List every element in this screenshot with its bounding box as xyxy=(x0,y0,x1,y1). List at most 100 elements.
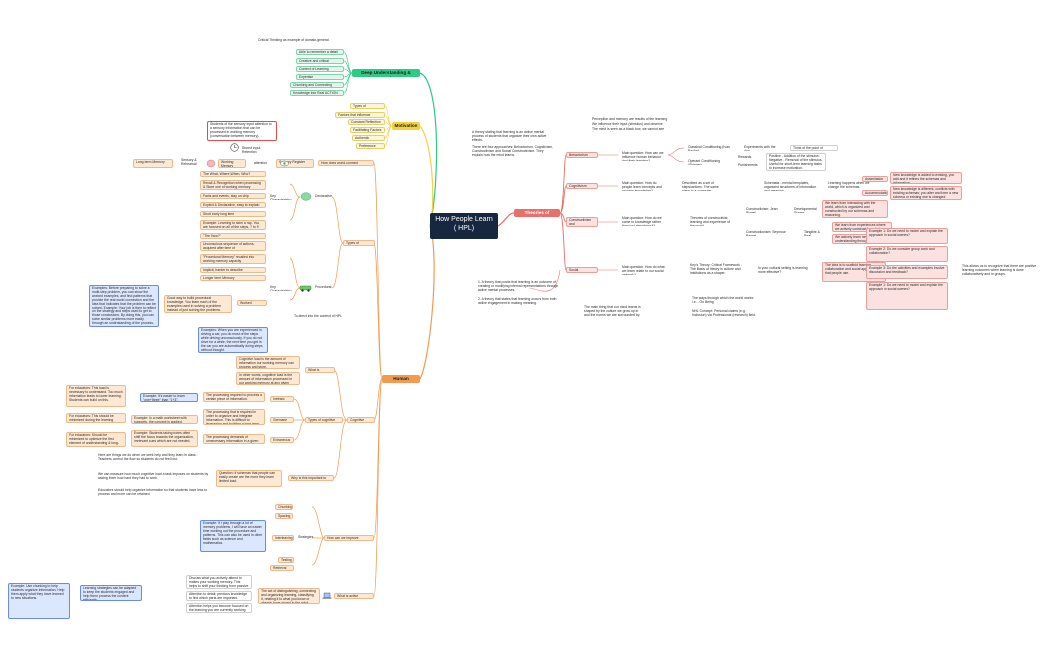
improve-memory-node[interactable]: How can we improve memory? xyxy=(324,535,374,541)
deep-understanding-node[interactable]: Deep Understanding & Expertise xyxy=(352,69,420,77)
germane-example: Example: In a math worksheet with suppor… xyxy=(131,415,198,424)
theory-note-1: 1. A theory that posits that learning is… xyxy=(478,280,559,292)
theories-intro-2: There are four approaches: Behaviorism, … xyxy=(472,145,554,157)
theories-intro: A theory stating that learning is an act… xyxy=(472,130,547,142)
motivation-item[interactable]: Facilitating Factors xyxy=(350,127,385,133)
cog-what-text-2: In other words, cognitive load is the am… xyxy=(236,372,300,385)
classical-conditioning[interactable]: Classical Conditioning (Ivan Pavlov) xyxy=(688,145,730,151)
operant-conditioning[interactable]: Operant Conditioning (Skinner) xyxy=(688,159,721,165)
human-memory-node[interactable]: Human Memory xyxy=(382,375,420,383)
motivation-item[interactable]: Authentic Learning xyxy=(352,135,385,141)
social-bottom-2: NHL Concept: Personal claims (e.g. Inclu… xyxy=(692,309,756,317)
decl-item[interactable]: Recall & Recognition when processing & S… xyxy=(200,180,266,190)
proc-item[interactable]: "The How?" xyxy=(200,233,266,239)
decl-item[interactable]: Example: Learning to skim a rap. You are… xyxy=(200,220,266,230)
motivation-item[interactable]: Constant Reflection xyxy=(348,119,385,125)
constructivism-question: Main question: How do we come to knowled… xyxy=(622,216,662,226)
strategy-item[interactable]: Chunking xyxy=(275,504,293,510)
sensory-note: Students of the sensory input attention … xyxy=(207,121,277,141)
worked-examples[interactable]: Worked Examples xyxy=(237,300,267,306)
intrinsic-example: Example: It's easier to learn "one+three… xyxy=(140,393,198,402)
tangible-note-1: We learn from experiences where we activ… xyxy=(832,222,892,232)
motivation-item[interactable]: Factors that influence motivation xyxy=(335,112,385,118)
strategy-item[interactable]: Testing xyxy=(278,557,294,563)
procedural-example: Examples: When you are experienced in dr… xyxy=(198,327,268,353)
working-memory[interactable]: Working Memory xyxy=(218,159,246,168)
extraneous-load[interactable]: Extraneous Load xyxy=(270,437,294,443)
deep-item[interactable]: Expertise xyxy=(296,74,344,80)
papert[interactable]: Constructionism: Seymour Papert xyxy=(746,230,786,236)
long-term-memory[interactable]: Long-term Memory xyxy=(133,159,173,168)
social-constructivism-node[interactable]: Social Constructivism xyxy=(566,267,598,273)
deep-item[interactable]: Knowledge into Real ACTION xyxy=(290,90,344,96)
accommodation-node[interactable]: Accommodation xyxy=(862,190,888,196)
motivation-node[interactable]: Motivation xyxy=(392,122,420,130)
why-important[interactable]: Why is this important to educators? xyxy=(288,475,334,481)
deep-item[interactable]: Creative and critical thinkers xyxy=(296,58,344,64)
active-item: Attention to detail; previous knowledge … xyxy=(186,591,252,601)
decl-item[interactable]: Explicit & Declarative, easy to explain xyxy=(200,202,266,208)
brain-icon xyxy=(300,192,312,201)
decl-item[interactable]: The What, Where,When, Who? xyxy=(200,171,266,177)
punishments-node[interactable]: Punishments xyxy=(738,163,758,167)
types-of-cognitive-load[interactable]: Types of cognitive load xyxy=(305,417,343,423)
theories-node[interactable]: Theories of Learning xyxy=(514,209,560,217)
experiments-dog: Experiments with the dog xyxy=(744,145,776,151)
cognitivism-node[interactable]: Cognitivism xyxy=(566,183,598,189)
educator-note: For educators: Should be minimized to op… xyxy=(66,432,126,447)
behaviorism-question: Main question: How can we influence huma… xyxy=(622,151,664,161)
proc-item[interactable]: Longer term Memory xyxy=(200,275,266,281)
directs-text: To direct into the context of HPL xyxy=(294,314,343,318)
cog-what-text: Cognitive load is the amount of informat… xyxy=(236,356,300,369)
intrinsic-load[interactable]: Intrinsic Load xyxy=(270,396,294,402)
procedural-node[interactable]: Procedural xyxy=(315,285,332,289)
brain-icon xyxy=(206,159,216,168)
important-para: Educators should help organize informati… xyxy=(98,488,208,496)
constructivism-node[interactable]: Constructivism and Constructionism xyxy=(566,217,598,227)
social-example: Example 2: Do we consider group work and… xyxy=(866,246,948,262)
developmental-stages[interactable]: Developmental Stages xyxy=(794,207,817,213)
eye-icon xyxy=(280,160,289,167)
proc-item[interactable]: "Procedural Memory" recalled into workin… xyxy=(200,254,266,264)
proc-item[interactable]: Implicit, harder to describe xyxy=(200,267,266,273)
proc-item[interactable]: Unconscious sequence of actions, acquire… xyxy=(200,241,266,251)
social-example: Example 3: Do the activities and example… xyxy=(866,265,948,279)
decl-item[interactable]: Short early long time xyxy=(200,211,266,217)
active-processing-node[interactable]: What is active processing? xyxy=(334,593,374,599)
root-node[interactable]: How People Learn ( HPL) xyxy=(430,213,498,239)
strategy-item[interactable]: Interleaving xyxy=(272,535,294,541)
strategy-item[interactable]: Retrieval Effort xyxy=(270,565,294,571)
social-bottom-1: The ways through which the world works: … xyxy=(692,296,754,304)
germane-text: The processing that is required in order… xyxy=(203,409,265,425)
assimilation-node[interactable]: Assimilation xyxy=(862,176,888,182)
decl-item[interactable]: Facts and events, stay on chip xyxy=(200,193,266,199)
important-question: Question: If schemas that people can eas… xyxy=(216,470,282,487)
sensory-register[interactable]: Sensory Register xyxy=(276,159,314,168)
deep-item[interactable]: Context of Learning xyxy=(296,66,344,72)
deep-item[interactable]: Chunking and Connecting Concepts xyxy=(290,82,344,88)
key-characteristics-declarative[interactable]: Key Characteristics xyxy=(270,194,292,200)
how-does-node[interactable]: How does world-connect memory? xyxy=(318,160,374,166)
schemata: Schemata - mental templates, organized s… xyxy=(764,181,817,191)
active-item: Discuss what you actively attend to make… xyxy=(186,575,252,589)
stored-input-label: Stored input Retention xyxy=(242,146,261,154)
clock-icon xyxy=(230,143,239,152)
behaviorism-node[interactable]: Behaviorism xyxy=(566,152,598,158)
deep-item[interactable]: Able to remember a detail xyxy=(296,49,344,55)
motivation-item[interactable]: Preference xyxy=(356,143,385,149)
what-is-cognitive-load[interactable]: What is cognitive load? xyxy=(305,367,335,373)
strategies-node[interactable]: Strategies xyxy=(298,535,314,539)
strategy-item[interactable]: Spacing xyxy=(275,513,293,519)
social-example: Example 1: Do we need to model and expla… xyxy=(866,228,948,244)
cognitive-load-node[interactable]: Cognitive Load xyxy=(347,417,375,423)
rewards-node[interactable]: Rewards xyxy=(738,155,752,159)
piaget[interactable]: Constructivism: Jean Piaget xyxy=(746,207,778,213)
tangible-real[interactable]: Tangible & Real xyxy=(804,230,820,236)
key-characteristics-procedural[interactable]: Key Characteristics xyxy=(270,285,292,291)
declarative-node[interactable]: Declarative xyxy=(315,194,332,198)
social-bottom-3: The main thing that our mind learns is s… xyxy=(584,305,641,317)
types-of-knowledge[interactable]: Types of knowledge xyxy=(343,240,375,246)
germane-load[interactable]: Germane Load xyxy=(270,417,294,423)
motivation-item[interactable]: Types of motivation xyxy=(350,103,385,109)
